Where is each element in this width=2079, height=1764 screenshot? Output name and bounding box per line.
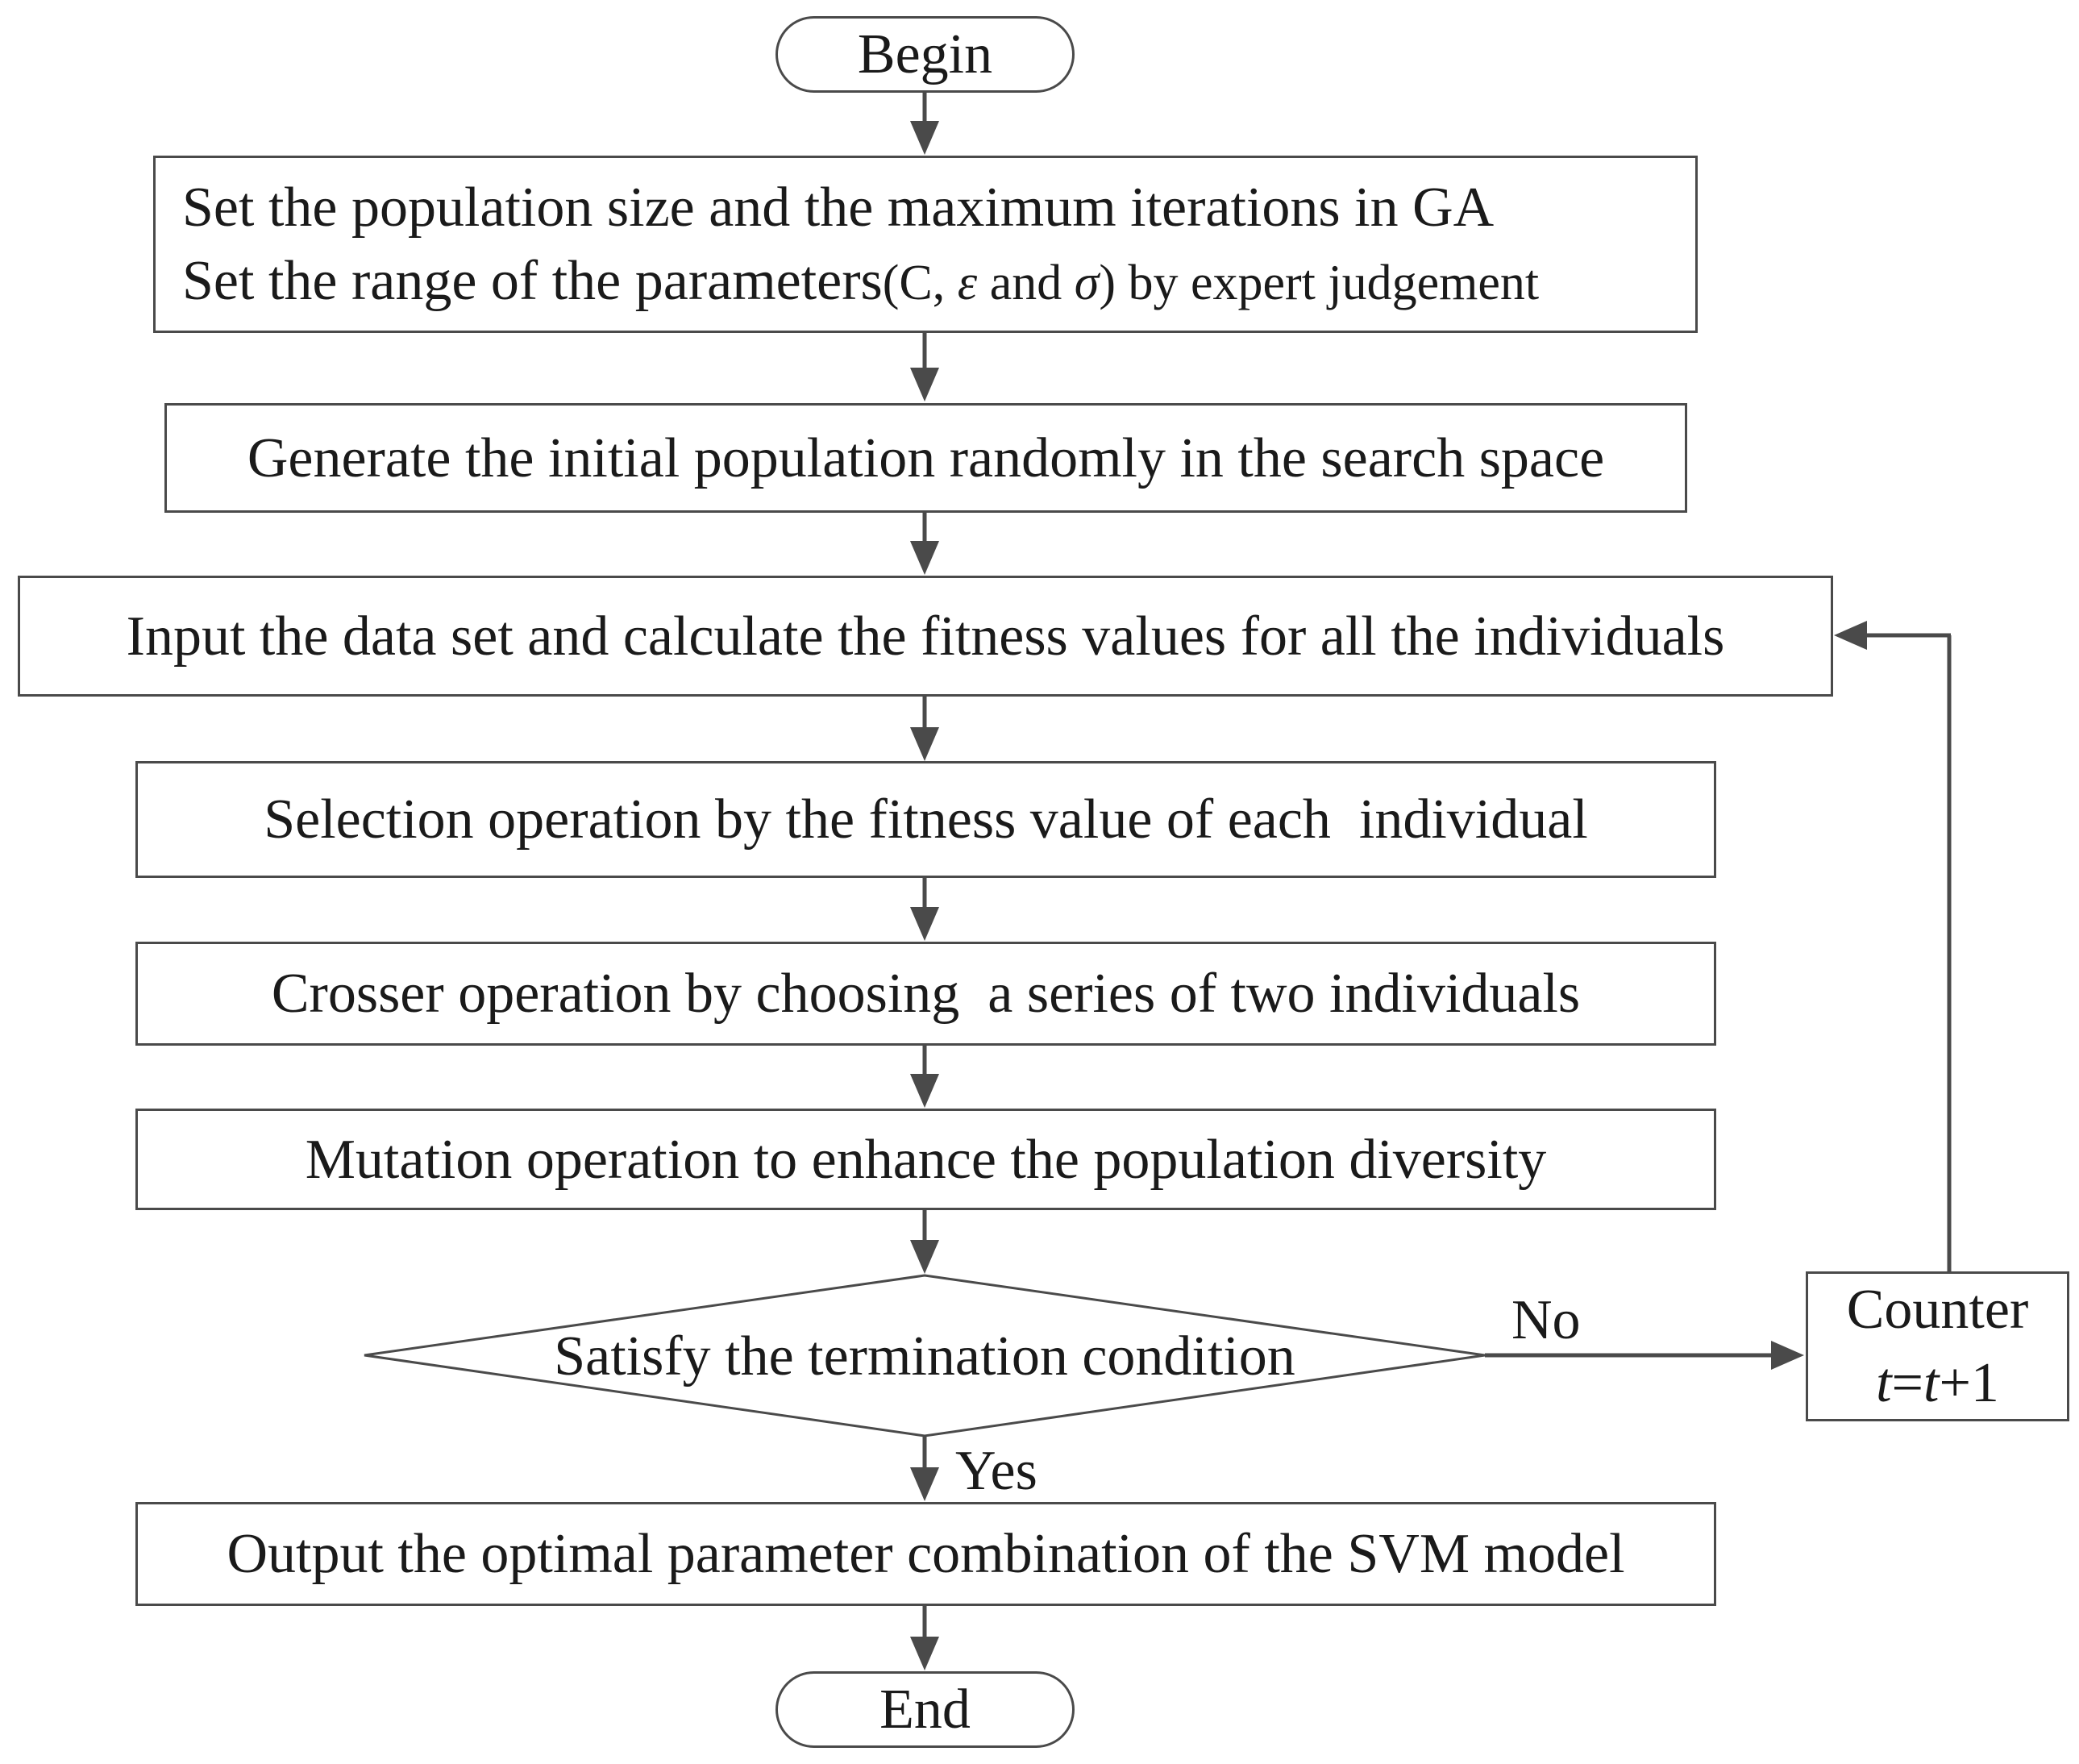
init-line-1-text: Set the population size and the maximum …	[182, 177, 1495, 239]
init-line-2-text-c: and	[977, 256, 1075, 310]
end-terminal: End	[775, 1671, 1075, 1748]
input-process: Input the data set and calculate the fit…	[18, 576, 1833, 697]
mutation-label: Mutation operation to enhance the popula…	[305, 1128, 1547, 1191]
init-line-2-text-b: (C,	[882, 256, 958, 310]
init-line-2: Set the range of the parameters(C, ε and…	[182, 244, 1539, 318]
output-process: Output the optimal parameter combination…	[135, 1502, 1716, 1606]
crosser-label: Crosser operation by choosing a series o…	[271, 963, 1581, 1025]
decision-label: Satisfy the termination condition	[554, 1325, 1295, 1387]
init-line-2-text-d: ) by expert judgement	[1099, 256, 1540, 310]
init-line-2-text-a: Set the range of the parameters	[182, 250, 883, 312]
begin-label: Begin	[857, 23, 993, 85]
arrowhead-init-generate	[910, 368, 939, 401]
arrowhead-input-selection	[910, 727, 939, 761]
selection-label: Selection operation by the fitness value…	[264, 788, 1588, 851]
arrowhead-output-end	[910, 1637, 939, 1670]
init-line-1: Set the population size and the maximum …	[182, 171, 1494, 244]
arrowhead-generate-input	[910, 541, 939, 575]
arrowhead-mutation-decision	[910, 1240, 939, 1274]
counter-eq: =	[1891, 1352, 1923, 1414]
output-label: Output the optimal parameter combination…	[227, 1523, 1625, 1585]
arrowhead-decision-output	[910, 1467, 939, 1501]
end-label: End	[879, 1679, 971, 1741]
init-process: Set the population size and the maximum …	[153, 156, 1698, 333]
counter-formula: t=t+1	[1876, 1346, 1999, 1420]
mutation-process: Mutation operation to enhance the popula…	[135, 1109, 1716, 1210]
input-label: Input the data set and calculate the fit…	[126, 605, 1725, 668]
counter-process: Counter t=t+1	[1806, 1271, 2069, 1421]
counter-var-t2: t	[1923, 1352, 1940, 1414]
arrowhead-selection-crosser	[910, 907, 939, 941]
generate-label: Generate the initial population randomly…	[247, 426, 1605, 489]
counter-title: Counter	[1846, 1279, 2029, 1341]
decision-diamond	[364, 1274, 1486, 1437]
begin-terminal: Begin	[775, 16, 1075, 93]
yes-label: Yes	[955, 1440, 1037, 1502]
arrowhead-loop-input	[1834, 621, 1867, 650]
crosser-process: Crosser operation by choosing a series o…	[135, 942, 1716, 1046]
sigma-symbol: σ	[1074, 256, 1100, 310]
arrowhead-decision-counter	[1771, 1341, 1804, 1370]
counter-plus: +1	[1939, 1352, 1999, 1414]
arrowhead-crosser-mutation	[910, 1074, 939, 1108]
no-label: No	[1511, 1289, 1581, 1351]
generate-process: Generate the initial population randomly…	[164, 403, 1687, 513]
selection-process: Selection operation by the fitness value…	[135, 761, 1716, 878]
counter-var-t1: t	[1876, 1352, 1892, 1414]
epsilon-symbol: ε	[957, 256, 978, 310]
arrowhead-begin-init	[910, 121, 939, 155]
